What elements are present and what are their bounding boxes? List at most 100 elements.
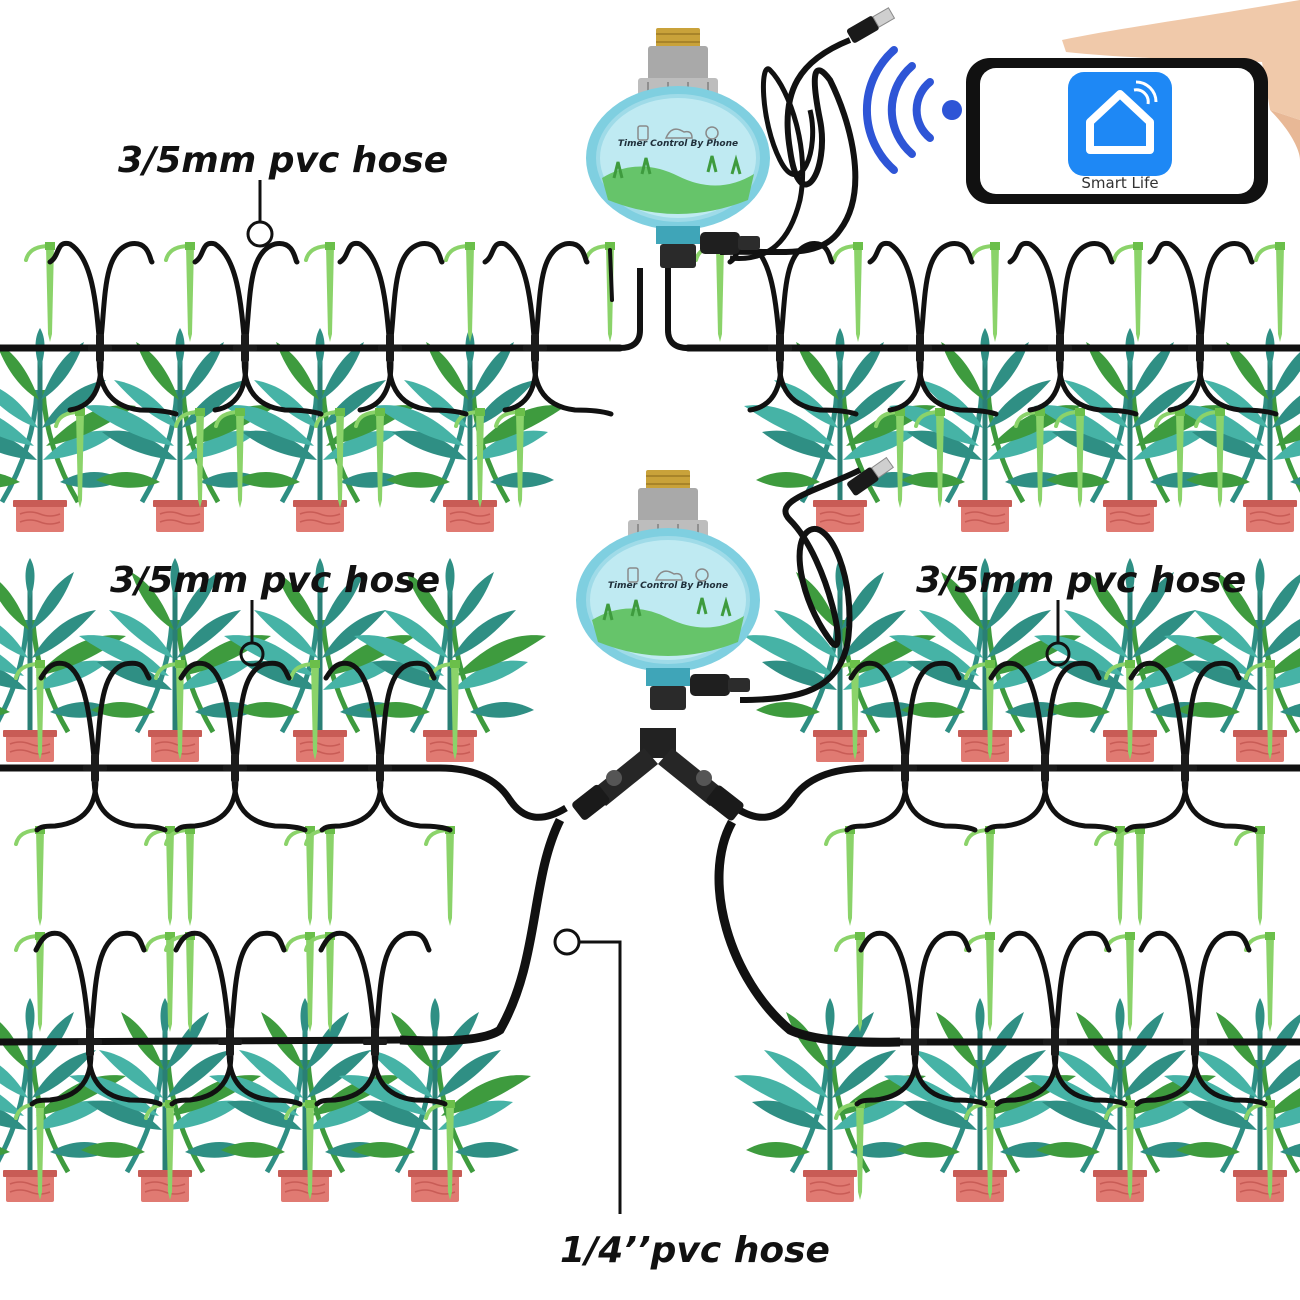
pvc-hose-segment <box>1182 660 1242 771</box>
pvc-hose-segment <box>29 1039 94 1107</box>
pvc-hose-segment <box>38 660 98 771</box>
hose-tee-connector <box>83 754 107 782</box>
potted-plant <box>0 998 126 1202</box>
main-hose-right-lower <box>714 819 901 1047</box>
dripper-stake <box>24 240 57 344</box>
label-pvc-mid-right: 3/5mm pvc hose <box>916 560 1246 667</box>
pvc-hose-segment <box>848 660 908 771</box>
callout-circle <box>246 220 274 248</box>
pvc-hose-segment <box>34 765 99 833</box>
pvc-hose-segment <box>318 930 378 1045</box>
pvc-hose-segment <box>1134 1039 1199 1107</box>
pvc-hose-segment <box>1138 930 1198 1045</box>
dripper-stake <box>144 930 177 1034</box>
svg-text:3/5mm pvc hose: 3/5mm pvc hose <box>110 560 440 601</box>
dripper-stake <box>1112 240 1145 344</box>
pvc-hose-segment <box>174 765 239 833</box>
middle-pvc-hoses <box>0 660 1300 1107</box>
hose-tee-connector <box>218 1028 242 1056</box>
pvc-hose-segment <box>608 248 614 302</box>
main-hose-right-upper <box>734 764 871 821</box>
smartphone: Smart Life <box>966 58 1268 204</box>
pvc-hose-segment <box>231 765 308 833</box>
pvc-hose-segment <box>242 241 300 351</box>
callout-circle <box>553 928 581 956</box>
pvc-hose-segment <box>1041 765 1118 833</box>
dripper-stake <box>832 240 865 344</box>
dripper-stake <box>824 824 857 928</box>
pvc-hose-segment <box>1181 765 1258 833</box>
pvc-hose-segment <box>858 930 918 1045</box>
dripper-stake <box>284 930 317 1034</box>
pvc-hose-segment <box>854 1039 919 1107</box>
callout-circle <box>239 641 265 667</box>
pvc-hose-segment <box>47 240 103 351</box>
svg-text:1/4’’pvc hose: 1/4’’pvc hose <box>560 1230 830 1271</box>
pvc-hose-segment <box>1007 240 1063 351</box>
pvc-hose-segment <box>532 241 590 351</box>
pvc-hose-segment <box>901 765 978 833</box>
pvc-hose-segment <box>33 930 93 1045</box>
pvc-hose-segment <box>372 930 432 1045</box>
potted-plant <box>734 998 926 1202</box>
pvc-hose-segment <box>998 930 1058 1045</box>
pvc-hose-segment <box>169 1039 234 1107</box>
hose-tee-connector <box>903 1028 927 1056</box>
pvc-hose-segment <box>917 241 975 351</box>
pvc-hose-segment <box>227 930 287 1045</box>
pvc-hose-segment <box>1052 930 1112 1045</box>
hose-tee-connector <box>1043 1028 1067 1056</box>
dripper-stake <box>304 240 337 344</box>
pvc-hose-segment <box>376 765 453 833</box>
timer-caption-top: Timer Control By Phone <box>618 139 738 149</box>
hose-tee-connector <box>368 754 392 782</box>
pvc-hose-segment <box>314 1039 379 1107</box>
hose-tee-connector <box>893 754 917 782</box>
hose-tee-connector <box>768 334 792 362</box>
pvc-hose-segment <box>173 930 233 1045</box>
hose-tee-connector <box>523 334 547 362</box>
hose-tee-connector <box>88 334 112 362</box>
wifi-signal-icon <box>862 46 962 174</box>
pvc-hose-segment <box>92 660 152 771</box>
label-pvc-mid-left: 3/5mm pvc hose <box>110 560 440 667</box>
hose-tee-connector <box>223 754 247 782</box>
hose-tee-connector <box>1048 334 1072 362</box>
smart-home-icon[interactable] <box>1068 72 1172 176</box>
pvc-hose-segment <box>387 241 445 351</box>
pvc-hose-segment <box>323 660 383 771</box>
dripper-stake <box>1254 240 1287 344</box>
top-pvc-hoses <box>0 240 1300 417</box>
pvc-hose-segment <box>984 765 1049 833</box>
timer-caption-mid: Timer Control By Phone <box>608 581 728 591</box>
potted-plant <box>0 558 126 762</box>
top-timer-cable <box>719 7 896 261</box>
potted-plant <box>744 328 936 532</box>
dripper-stake <box>694 240 727 344</box>
hose-tee-connector <box>1183 1028 1207 1056</box>
pvc-hose-segment <box>844 765 909 833</box>
pvc-hose-segment <box>87 930 147 1045</box>
svg-text:3/5mm pvc hose: 3/5mm pvc hose <box>118 140 448 181</box>
dripper-stake <box>1094 824 1127 928</box>
usb-plug-icon <box>846 7 896 43</box>
callout-circle <box>1045 641 1071 667</box>
pvc-hose-segment <box>178 660 238 771</box>
potted-plant <box>0 328 136 532</box>
dripper-stake <box>1234 824 1267 928</box>
pvc-hose-segment <box>482 240 538 351</box>
dripper-stake <box>164 240 197 344</box>
top-timer-outlet <box>619 268 689 351</box>
hose-tee-connector <box>1033 754 1057 782</box>
pvc-hose-segment <box>377 660 437 771</box>
top-dripper-stakes <box>24 240 1287 510</box>
potted-plant <box>1174 328 1300 532</box>
hose-tee-connector <box>233 334 257 362</box>
pvc-hose-segment <box>902 660 962 771</box>
label-pvc-main: 1/4’’pvc hose <box>553 928 830 1271</box>
dripper-stake <box>969 240 1002 344</box>
pvc-hose-segment <box>319 765 384 833</box>
dripper-stake <box>284 824 317 928</box>
